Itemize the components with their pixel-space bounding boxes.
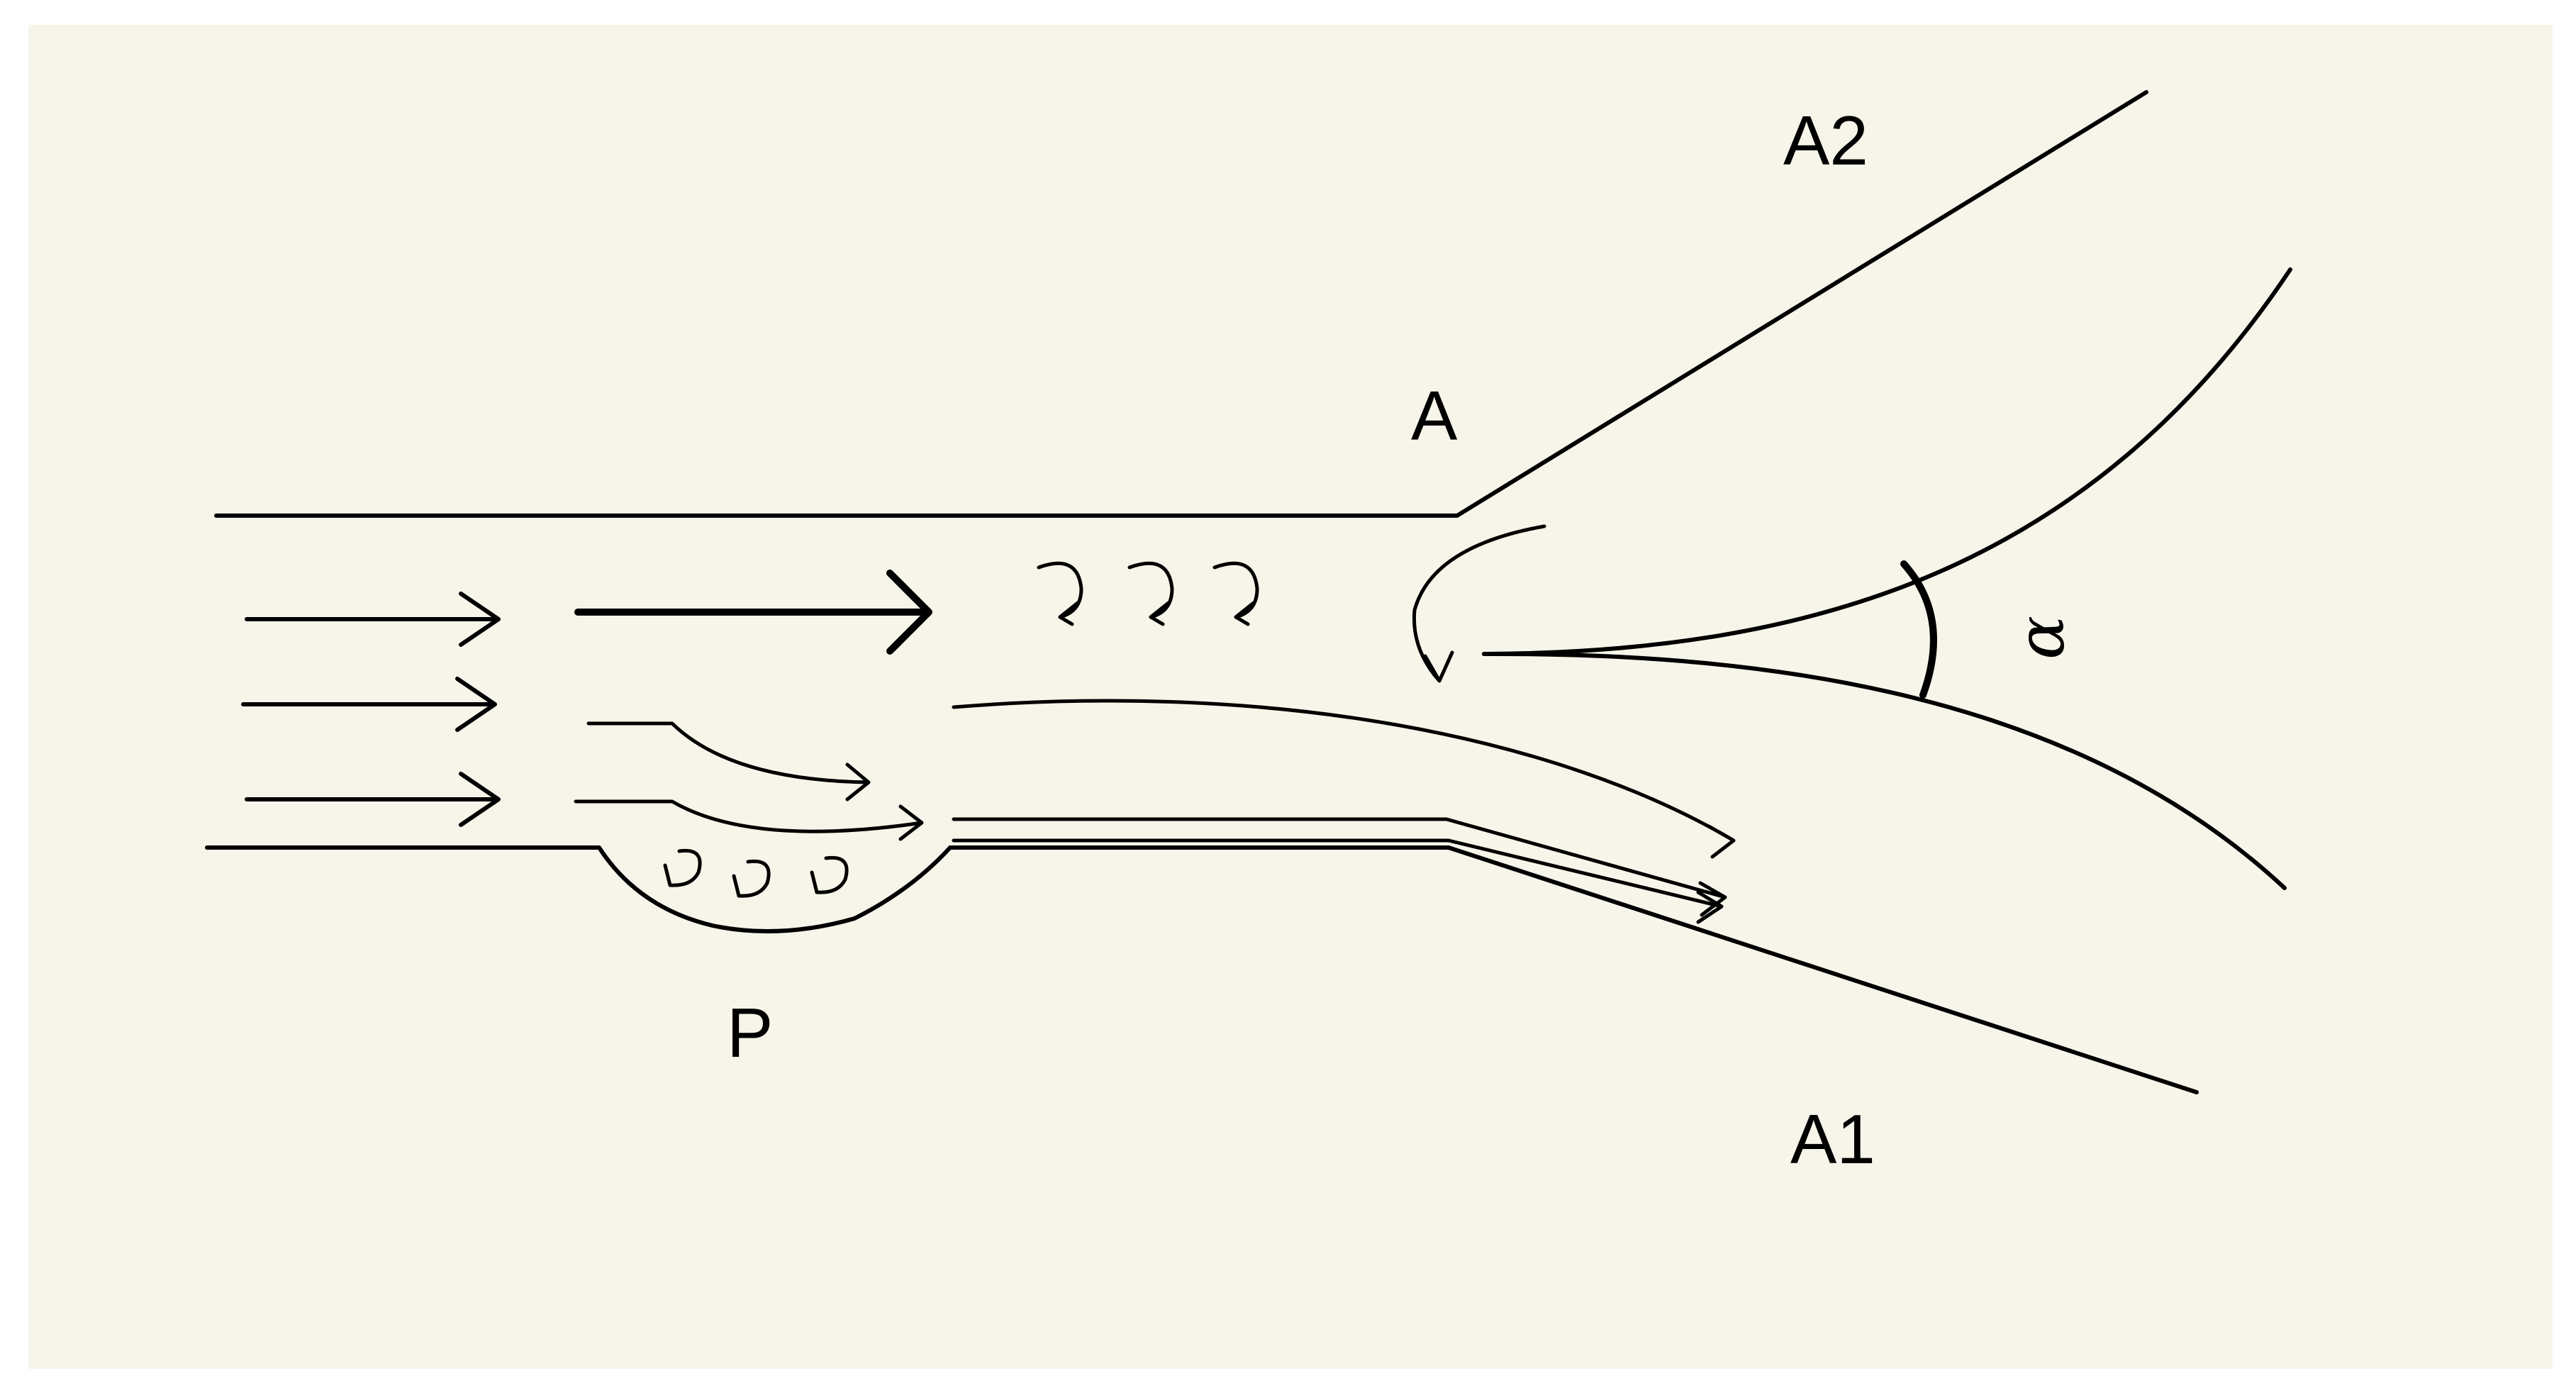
vortex-pocket-2: [732, 859, 771, 898]
vortex-pocket-1: [663, 848, 702, 887]
vortices-pocket: [663, 848, 849, 898]
arrow-lower-branch-top: [952, 817, 1727, 917]
arrow-wall-to-lower-branch: [952, 838, 1724, 924]
arrow-main-flow: [574, 570, 932, 655]
inflow-arrows: [241, 570, 932, 827]
vortex-main-3: [1212, 561, 1259, 626]
vortices-main-channel: [1037, 561, 1259, 626]
label-a2: A2: [1783, 101, 1868, 179]
bifurcation-angle-arc: [1900, 560, 1937, 699]
arrow-inflow-top: [245, 592, 501, 647]
deflected-flow-arrows: [574, 524, 1736, 924]
vortex-main-1: [1037, 561, 1083, 626]
arrow-curve-lower: [574, 799, 924, 841]
label-alpha: α: [2003, 616, 2079, 660]
vortex-main-2: [1127, 561, 1174, 626]
arrow-inflow-bottom: [245, 772, 501, 827]
arrow-inflow-middle: [241, 677, 497, 732]
vessel-walls: [205, 90, 2292, 1094]
label-p: P: [727, 994, 773, 1072]
vortex-pocket-3: [810, 855, 849, 894]
lower-branch-outer-wall: [1446, 845, 2199, 1094]
bifurcation-inner-wall-upper: [1482, 267, 2292, 656]
arrow-curve-upper: [586, 721, 871, 801]
diagram-panel: [28, 25, 2553, 1369]
label-a: A: [1411, 377, 1458, 455]
arrow-long-curve: [952, 699, 1736, 859]
bifurcation-inner-wall-lower: [1482, 651, 2287, 890]
arrow-recirculation-apex: [1412, 524, 1546, 683]
label-a1: A1: [1790, 1100, 1875, 1178]
stenosis-pocket-wall: [597, 845, 952, 933]
upper-branch-outer-wall: [1455, 90, 2148, 518]
